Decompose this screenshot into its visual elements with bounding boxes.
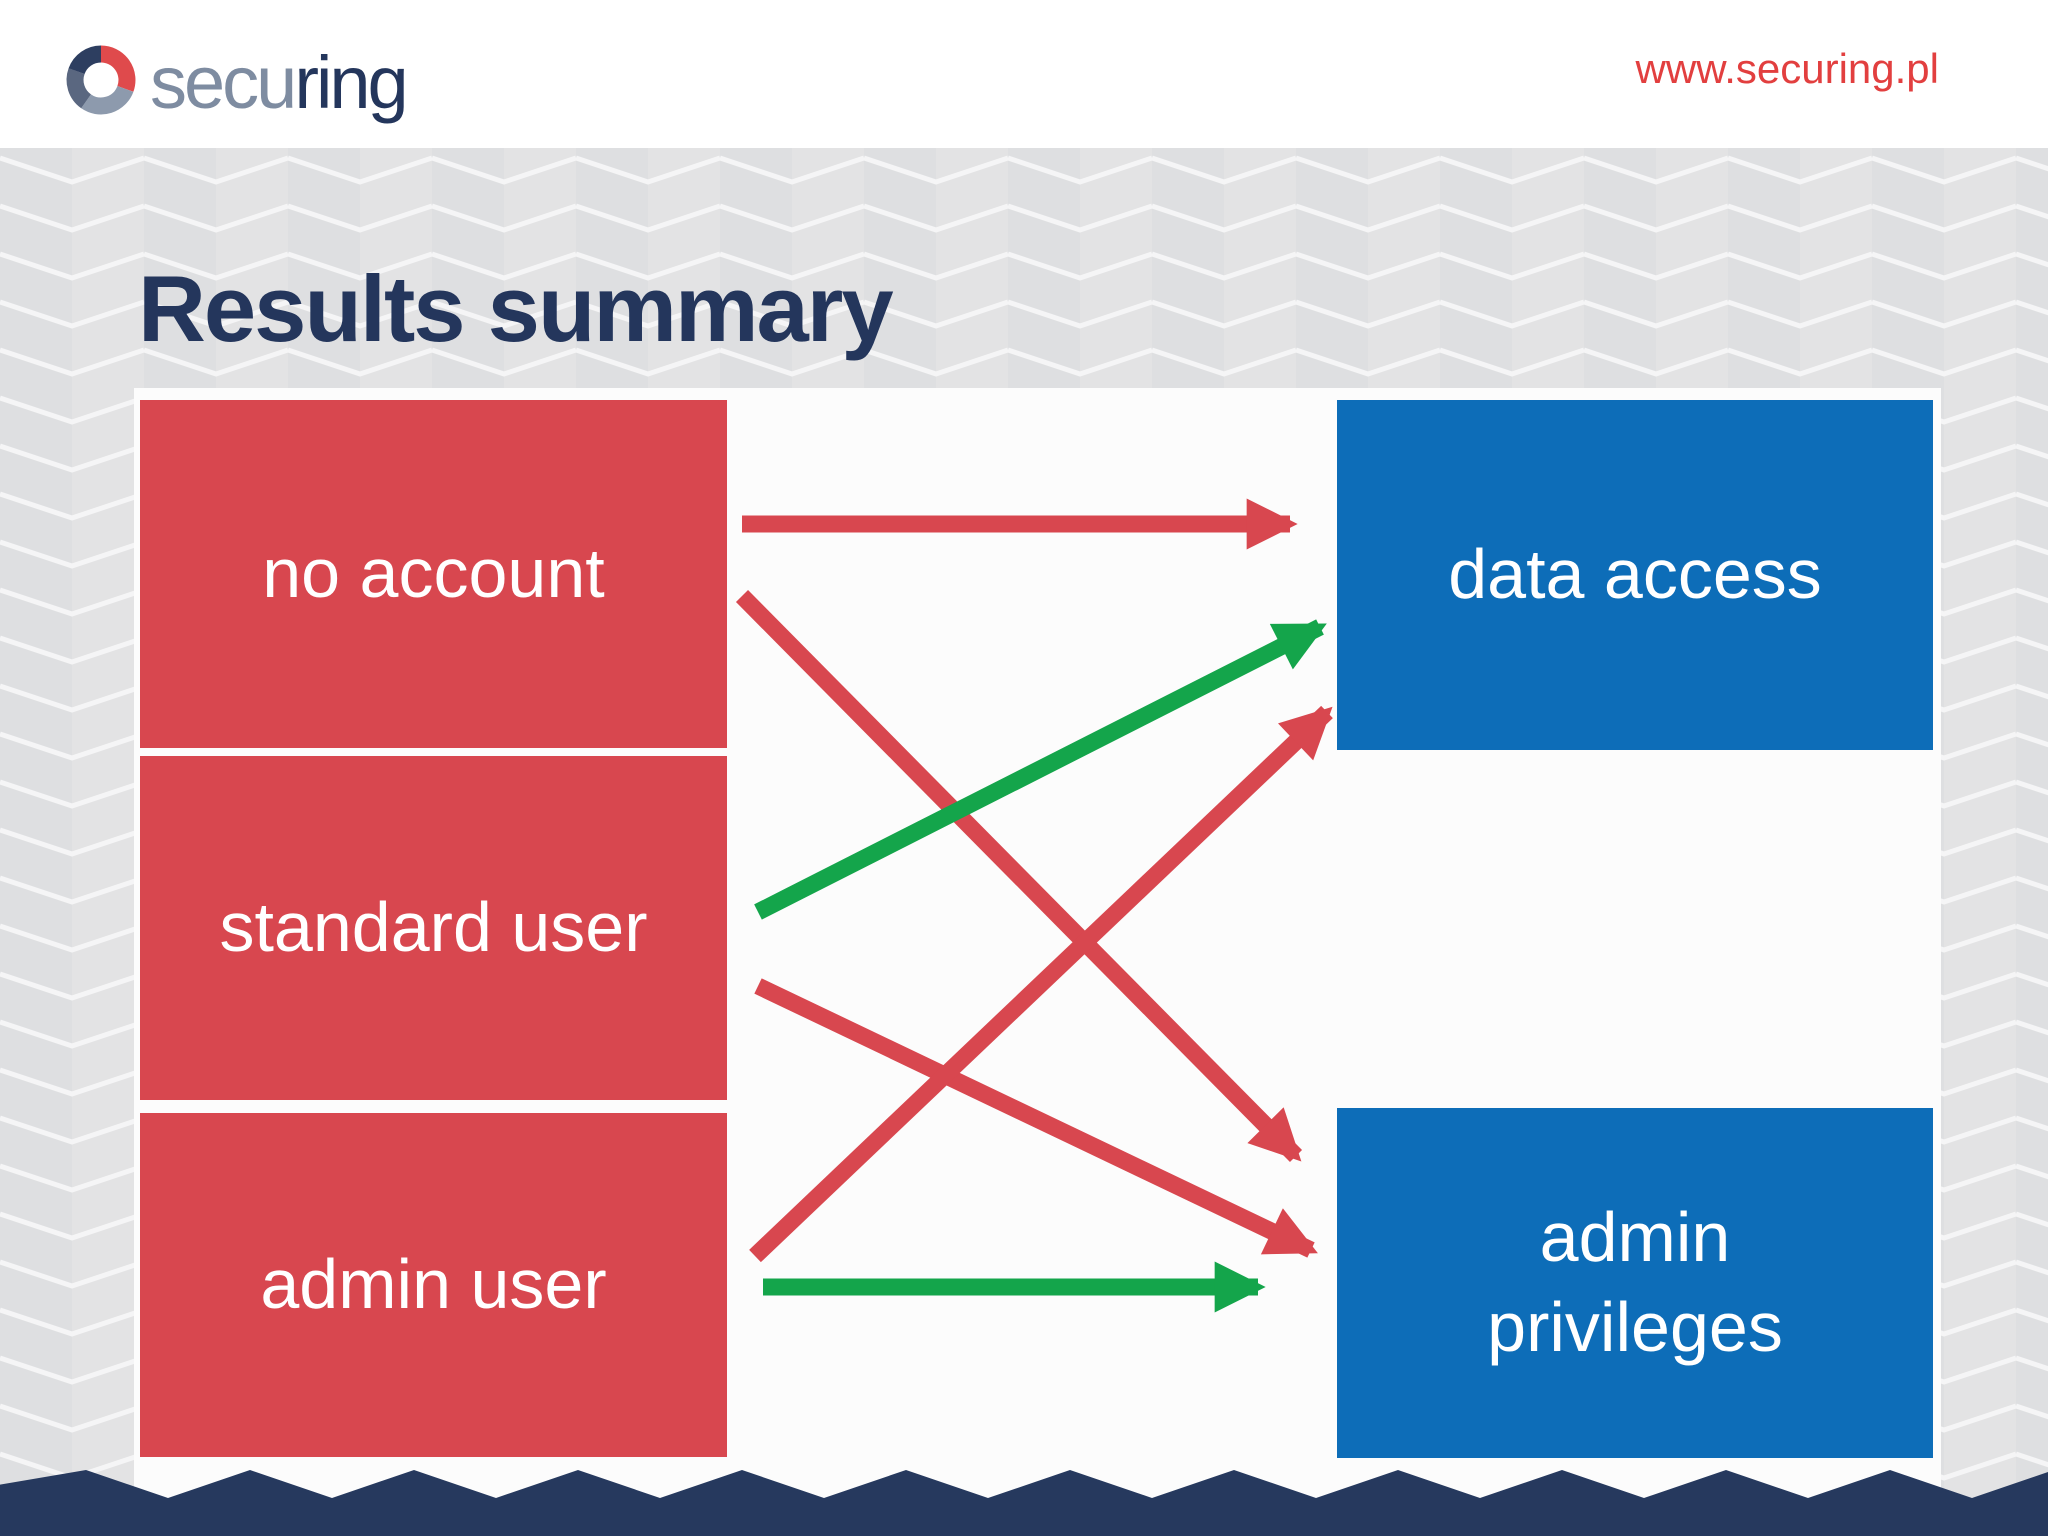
target-box-admin-privileges: admin privileges (1337, 1108, 1933, 1458)
target-label: admin privileges (1487, 1198, 1783, 1366)
target-box-data-access: data access (1337, 400, 1933, 750)
source-box-admin-user: admin user (140, 1113, 727, 1457)
logo-text-ring: ring (294, 41, 408, 124)
logo-text-secu: secu (150, 41, 297, 124)
securing-logo: securing (62, 20, 662, 140)
source-label: no account (262, 534, 605, 613)
logo-ring-icon (66, 45, 136, 115)
header-bar: securing www.securing.pl (0, 0, 2048, 148)
source-box-standard-user: standard user (140, 756, 727, 1100)
website-url: www.securing.pl (1635, 45, 1939, 92)
source-label: admin user (260, 1245, 607, 1324)
logo-wordmark: securing (150, 46, 409, 120)
source-box-no-account: no account (140, 400, 727, 748)
page-title: Results summary (138, 256, 894, 361)
target-label: data access (1448, 535, 1822, 614)
source-label: standard user (219, 888, 648, 967)
